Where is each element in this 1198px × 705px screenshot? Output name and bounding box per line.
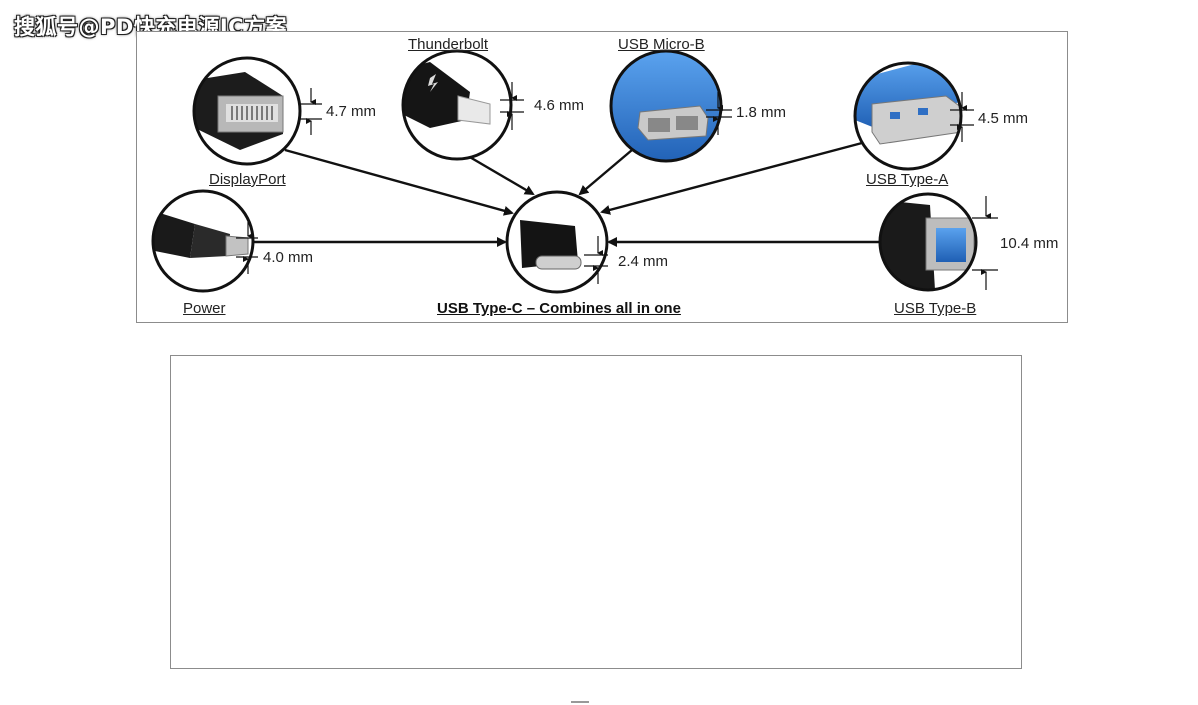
connection-arrows <box>253 141 880 247</box>
connector-label-thunderbolt: Thunderbolt <box>408 36 489 53</box>
dimension-usb-micro-b: 1.8 mm <box>736 104 787 121</box>
usb-type-a-connector-image <box>853 61 963 171</box>
page-divider-mark <box>571 701 589 703</box>
connector-label-displayport: DisplayPort <box>209 171 286 188</box>
usb-micro-b-connector-image <box>609 49 723 163</box>
connector-label-power: Power <box>183 300 226 317</box>
dimension-displayport: 4.7 mm <box>326 103 377 120</box>
dimension-usb-type-b: 10.4 mm <box>1000 235 1059 252</box>
charger-comparison-panel <box>170 355 1022 669</box>
power-dimension-marker <box>236 222 258 274</box>
thunderbolt-connector-image <box>401 49 513 161</box>
dimension-usb-type-a: 4.5 mm <box>978 110 1029 127</box>
connector-label-usb-type-b: USB Type-B <box>894 300 977 317</box>
dimension-thunderbolt: 4.6 mm <box>534 97 585 114</box>
diagram-title: USB Type-C – Combines all in one <box>437 300 681 317</box>
dimension-usb-type-c: 2.4 mm <box>618 253 669 270</box>
usb-type-c-dimension-marker <box>584 236 608 284</box>
displayport-connector-image <box>192 56 302 166</box>
usb-type-a-dimension-marker <box>950 92 974 142</box>
connector-label-usb-micro-b: USB Micro-B <box>618 36 705 53</box>
usb-type-c-connector-image <box>505 190 609 294</box>
connector-label-usb-type-a: USB Type-A <box>866 171 949 188</box>
usb-type-b-dimension-marker <box>972 196 998 290</box>
thunderbolt-dimension-marker <box>500 82 524 130</box>
dimension-power: 4.0 mm <box>263 249 314 266</box>
usb-type-b-connector-image <box>878 192 978 292</box>
displayport-dimension-marker <box>300 88 322 135</box>
usb-micro-b-dimension-marker <box>706 92 732 135</box>
power-connector-image <box>151 189 255 293</box>
